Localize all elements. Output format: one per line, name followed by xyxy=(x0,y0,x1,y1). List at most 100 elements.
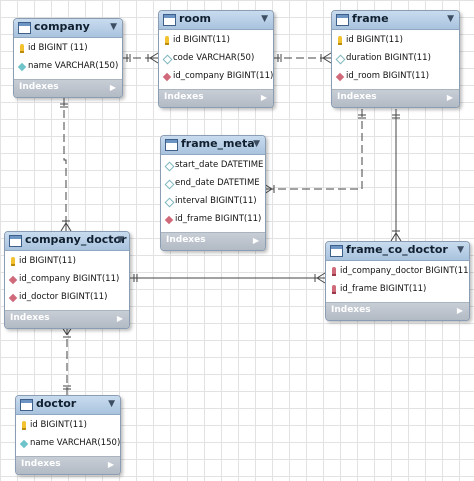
column-label: id BIGINT(11) xyxy=(19,256,76,266)
table-icon xyxy=(9,235,22,247)
table-frame[interactable]: frame▼id BIGINT(11)duration BIGINT(11)id… xyxy=(331,10,460,108)
indexes-section[interactable]: Indexes ▶ xyxy=(5,310,129,328)
collapse-arrow-icon[interactable]: ▼ xyxy=(117,235,124,245)
table-room[interactable]: room ▼ id BIGINT(11) code VARCHAR(50) id_com… xyxy=(158,10,274,108)
table-name: frame xyxy=(352,12,389,25)
table-header[interactable]: company▼ xyxy=(14,19,122,38)
foreign-key-icon xyxy=(8,293,18,303)
column-row[interactable]: id_company_doctor BIGINT(11) xyxy=(326,263,469,281)
foreign-primary-key-icon xyxy=(332,267,336,276)
relationship-doctor-company-doctor[interactable] xyxy=(61,326,73,395)
relationship-company-company-doctor[interactable] xyxy=(60,98,72,232)
relationship-company-doctor-frame-co-doctor[interactable] xyxy=(128,272,326,284)
indexes-section[interactable]: Indexes▶ xyxy=(14,79,122,97)
indexes-label: Indexes xyxy=(10,313,50,323)
column-row[interactable]: id_room BIGINT(11) xyxy=(332,68,459,86)
table-company-doctor[interactable]: company_doctor▼id BIGINT(11) id_company B… xyxy=(4,231,130,329)
column-icon xyxy=(162,54,173,65)
column-label: code VARCHAR(50) xyxy=(173,53,255,63)
column-row[interactable]: id_company BIGINT(11) xyxy=(5,271,129,289)
table-frame-meta[interactable]: frame_meta▼ start_date DATETIME end_date D… xyxy=(160,135,266,251)
expand-arrow-icon[interactable]: ▶ xyxy=(116,314,123,323)
table-icon xyxy=(18,22,31,34)
relationship-frame-frame-meta[interactable] xyxy=(263,109,366,195)
collapse-arrow-icon[interactable]: ▼ xyxy=(253,139,260,149)
column-row[interactable]: id_doctor BIGINT(11) xyxy=(5,289,129,307)
column-label: id_room BIGINT(11) xyxy=(346,71,430,81)
table-icon xyxy=(165,139,178,151)
table-header[interactable]: doctor ▼ xyxy=(16,396,120,415)
expand-arrow-icon[interactable]: ▶ xyxy=(109,83,116,92)
column-row[interactable]: end_date DATETIME xyxy=(161,175,265,193)
not-null-column-icon xyxy=(19,439,29,449)
table-icon xyxy=(330,245,343,257)
foreign-key-icon xyxy=(335,72,345,82)
column-label: id BIGINT(11) xyxy=(30,420,87,430)
expand-arrow-icon[interactable]: ▶ xyxy=(252,236,259,245)
table-icon xyxy=(20,399,33,411)
column-label: id_doctor BIGINT(11) xyxy=(19,292,108,302)
column-icon xyxy=(335,54,346,65)
column-row[interactable]: id_frame BIGINT(11) xyxy=(161,211,265,229)
table-doctor[interactable]: doctor ▼ id BIGINT(11) name VARCHAR(150) Ind… xyxy=(15,395,121,475)
column-list: id BIGINT(11) id_company BIGINT(11) id_doc… xyxy=(5,251,129,310)
table-icon xyxy=(163,14,176,26)
column-row[interactable]: name VARCHAR(150) xyxy=(14,58,122,76)
indexes-section[interactable]: Indexes ▶ xyxy=(332,89,459,107)
table-name: room xyxy=(179,12,212,25)
column-label: end_date DATETIME xyxy=(175,178,260,188)
column-row[interactable]: id BIGINT(11) xyxy=(16,417,120,435)
column-row[interactable]: name VARCHAR(150) xyxy=(16,435,120,453)
collapse-arrow-icon[interactable]: ▼ xyxy=(108,399,115,409)
column-label: id_frame BIGINT(11) xyxy=(175,214,262,224)
column-list: id BIGINT(11)duration BIGINT(11) id_room … xyxy=(332,30,459,89)
expand-arrow-icon[interactable]: ▶ xyxy=(446,93,453,102)
table-name: doctor xyxy=(36,397,77,410)
column-row[interactable]: id_company BIGINT(11) xyxy=(159,68,273,86)
column-row[interactable]: duration BIGINT(11) xyxy=(332,50,459,68)
indexes-label: Indexes xyxy=(337,92,377,102)
primary-key-icon xyxy=(22,421,26,430)
indexes-section[interactable]: Indexes▶ xyxy=(159,89,273,107)
indexes-label: Indexes xyxy=(331,305,371,315)
table-icon xyxy=(336,14,349,26)
primary-key-icon xyxy=(165,36,169,45)
foreign-key-icon xyxy=(8,275,18,285)
table-header[interactable]: room ▼ xyxy=(159,11,273,30)
indexes-section[interactable]: Indexes▶ xyxy=(161,232,265,250)
relationship-frame-frame-co-doctor[interactable] xyxy=(390,109,402,242)
column-row[interactable]: id BIGINT(11) xyxy=(332,32,459,50)
table-company[interactable]: company▼id BIGINT (11)name VARCHAR(150)I… xyxy=(13,18,123,98)
column-row[interactable]: id_frame BIGINT(11) xyxy=(326,281,469,299)
collapse-arrow-icon[interactable]: ▼ xyxy=(447,14,454,24)
collapse-arrow-icon[interactable]: ▼ xyxy=(457,245,464,255)
relationship-company-room[interactable] xyxy=(121,52,159,64)
column-label: id_company BIGINT(11) xyxy=(173,71,274,81)
column-row[interactable]: interval BIGINT(11) xyxy=(161,193,265,211)
table-header[interactable]: frame ▼ xyxy=(332,11,459,30)
column-list: id BIGINT (11)name VARCHAR(150) xyxy=(14,38,122,79)
indexes-section[interactable]: Indexes ▶ xyxy=(16,456,120,474)
column-row[interactable]: id BIGINT(11) xyxy=(5,253,129,271)
table-frame-co-doctor[interactable]: frame_co_doctor▼id_company_doctor BIGINT… xyxy=(325,241,470,321)
expand-arrow-icon[interactable]: ▶ xyxy=(260,93,267,102)
indexes-section[interactable]: Indexes ▶ xyxy=(326,302,469,320)
indexes-label: Indexes xyxy=(21,459,61,469)
expand-arrow-icon[interactable]: ▶ xyxy=(107,460,114,469)
expand-arrow-icon[interactable]: ▶ xyxy=(456,306,463,315)
collapse-arrow-icon[interactable]: ▼ xyxy=(261,14,268,24)
relationship-room-frame[interactable] xyxy=(272,52,332,64)
column-label: id_company BIGINT(11) xyxy=(19,274,120,284)
collapse-arrow-icon[interactable]: ▼ xyxy=(110,22,117,32)
table-header[interactable]: frame_meta▼ xyxy=(161,136,265,155)
table-header[interactable]: frame_co_doctor▼ xyxy=(326,242,469,261)
column-list: id_company_doctor BIGINT(11)id_frame BIG… xyxy=(326,261,469,302)
column-row[interactable]: id BIGINT (11) xyxy=(14,40,122,58)
primary-key-icon xyxy=(338,36,342,45)
column-row[interactable]: id BIGINT(11) xyxy=(159,32,273,50)
table-header[interactable]: company_doctor▼ xyxy=(5,232,129,251)
column-row[interactable]: start_date DATETIME xyxy=(161,157,265,175)
column-row[interactable]: code VARCHAR(50) xyxy=(159,50,273,68)
column-icon xyxy=(164,197,175,208)
